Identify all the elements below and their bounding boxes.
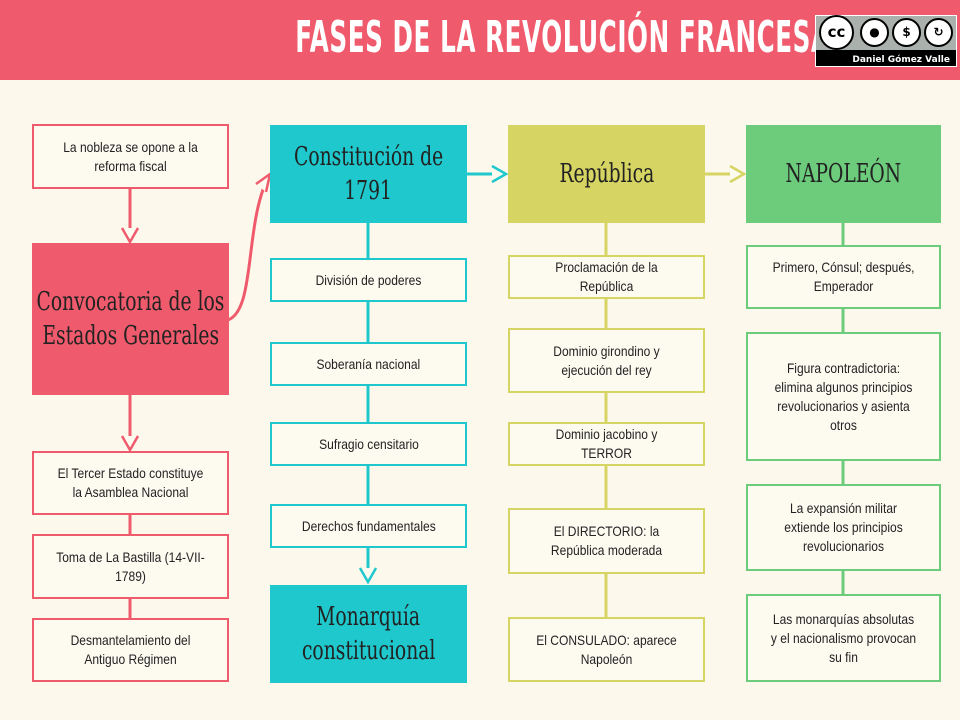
arrowhead: [358, 567, 378, 585]
col1-item: Toma de La Bastilla (14-VII-1789): [32, 534, 229, 599]
col3-item: Dominio girondino y ejecución del rey: [508, 328, 705, 393]
arrowhead: [729, 164, 747, 184]
col4-item: La expansión militar extiende los princi…: [746, 484, 941, 571]
col4-item: Primero, Cónsul; después, Emperador: [746, 245, 941, 309]
nobleza-node: La nobleza se opone a la reforma fiscal: [32, 124, 229, 189]
cc-license-badge: cc ● $ ↻ Daniel Gómez Valle: [815, 15, 957, 67]
col1-item: Desmantelamiento del Antiguo Régimen: [32, 618, 229, 682]
col3-item: El DIRECTORIO: la República moderada: [508, 508, 705, 574]
col1-item: El Tercer Estado constituye la Asamblea …: [32, 451, 229, 515]
title-bar: FASES DE LA REVOLUCIÓN FRANCESA: [0, 0, 960, 80]
col2-item: Sufragio censitario: [270, 422, 467, 466]
republica-header: República: [508, 125, 705, 223]
cc-icons: cc ● $ ↻: [816, 15, 956, 50]
author-name: Daniel Gómez Valle: [852, 55, 950, 65]
col3-item: Dominio jacobino y TERROR: [508, 422, 705, 466]
col3-item: Proclamación de la República: [508, 255, 705, 299]
col2-item: Soberanía nacional: [270, 342, 467, 386]
col4-item: Las monarquías absolutas y el nacionalis…: [746, 594, 941, 682]
sharealike-icon: ↻: [924, 18, 953, 47]
arrowhead: [120, 227, 140, 245]
attribution-icon: ●: [860, 18, 889, 47]
arrowhead: [120, 435, 140, 453]
napoleon-header: NAPOLEÓN: [746, 125, 941, 223]
col3-item: El CONSULADO: aparece Napoleón: [508, 617, 705, 682]
col2-item: División de poderes: [270, 258, 467, 302]
arrowhead: [491, 164, 509, 184]
noncommercial-icon: $: [892, 18, 921, 47]
cc-icon: cc: [819, 15, 854, 50]
connector: [227, 181, 268, 322]
col2-item: Derechos fundamentales: [270, 504, 467, 548]
col4-item: Figura contradictoria: elimina algunos p…: [746, 332, 941, 461]
